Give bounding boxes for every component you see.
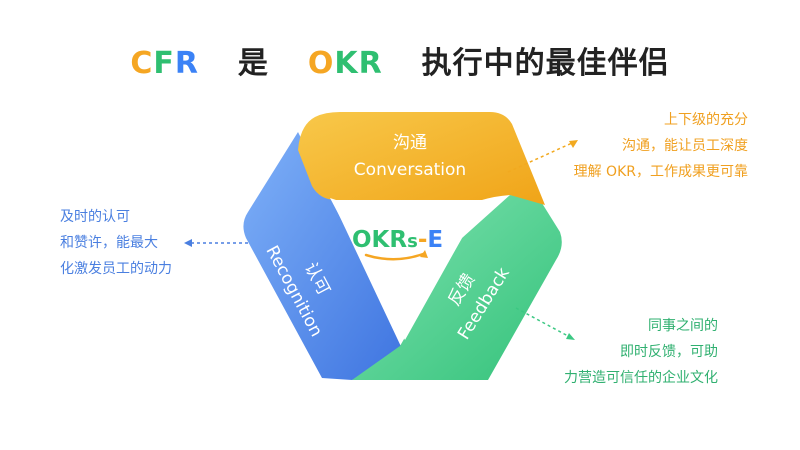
- logo-smile-icon: [364, 252, 425, 261]
- top-segment-title: 沟通: [393, 133, 427, 153]
- note-top-line-3: 理解 OKR，工作成果更可靠: [573, 164, 748, 180]
- page-title: CFR 是 OKR 执行中的最佳伴侣: [0, 38, 800, 82]
- note-right-line-1: 同事之间的: [648, 318, 718, 334]
- title-c: C: [130, 46, 154, 81]
- title-k: K: [334, 46, 359, 81]
- center-triangle: [330, 198, 482, 340]
- okrs-e-logo: OKRs-E: [352, 227, 443, 261]
- note-feedback: 同事之间的 即时反馈，可助 力营造可信任的企业文化: [564, 313, 718, 391]
- connector-top-arrow-icon: [569, 140, 578, 148]
- connector-right-arrow-icon: [566, 333, 575, 340]
- note-left-line-3: 化激发员工的动力: [60, 261, 172, 277]
- top-segment-subtitle: Conversation: [354, 160, 466, 180]
- svg-text:OKRs-E: OKRs-E: [352, 227, 443, 253]
- note-left-line-2: 和赞许，能最大: [60, 235, 158, 251]
- note-conversation: 上下级的充分 沟通，能让员工深度 理解 OKR，工作成果更可靠: [574, 107, 748, 185]
- note-top-line-1: 上下级的充分: [664, 112, 748, 128]
- top-segment-band: [298, 112, 545, 205]
- left-segment-band: [243, 132, 405, 380]
- logo-e: E: [427, 227, 443, 253]
- logo-dash: -: [418, 227, 428, 253]
- title-f: F: [153, 46, 175, 81]
- note-right-line-3: 力营造可信任的企业文化: [564, 370, 718, 386]
- connector-right: [515, 307, 569, 337]
- logo-s: s: [407, 231, 418, 252]
- note-right-line-2: 即时反馈，可助: [620, 344, 718, 360]
- title-o: O: [307, 46, 335, 81]
- title-rest: 执行中的最佳伴侣: [421, 46, 670, 81]
- title-r: R: [174, 46, 200, 81]
- right-segment-band: [352, 195, 562, 380]
- title-r2: R: [358, 46, 383, 81]
- note-recognition: 及时的认可 和赞许，能最大 化激发员工的动力: [60, 204, 172, 282]
- note-top-line-2: 沟通，能让员工深度: [622, 138, 748, 154]
- logo-okr: OKR: [352, 227, 407, 253]
- connector-left-arrow-icon: [184, 239, 192, 247]
- title-is: 是: [237, 46, 269, 81]
- note-left-line-1: 及时的认可: [60, 209, 130, 225]
